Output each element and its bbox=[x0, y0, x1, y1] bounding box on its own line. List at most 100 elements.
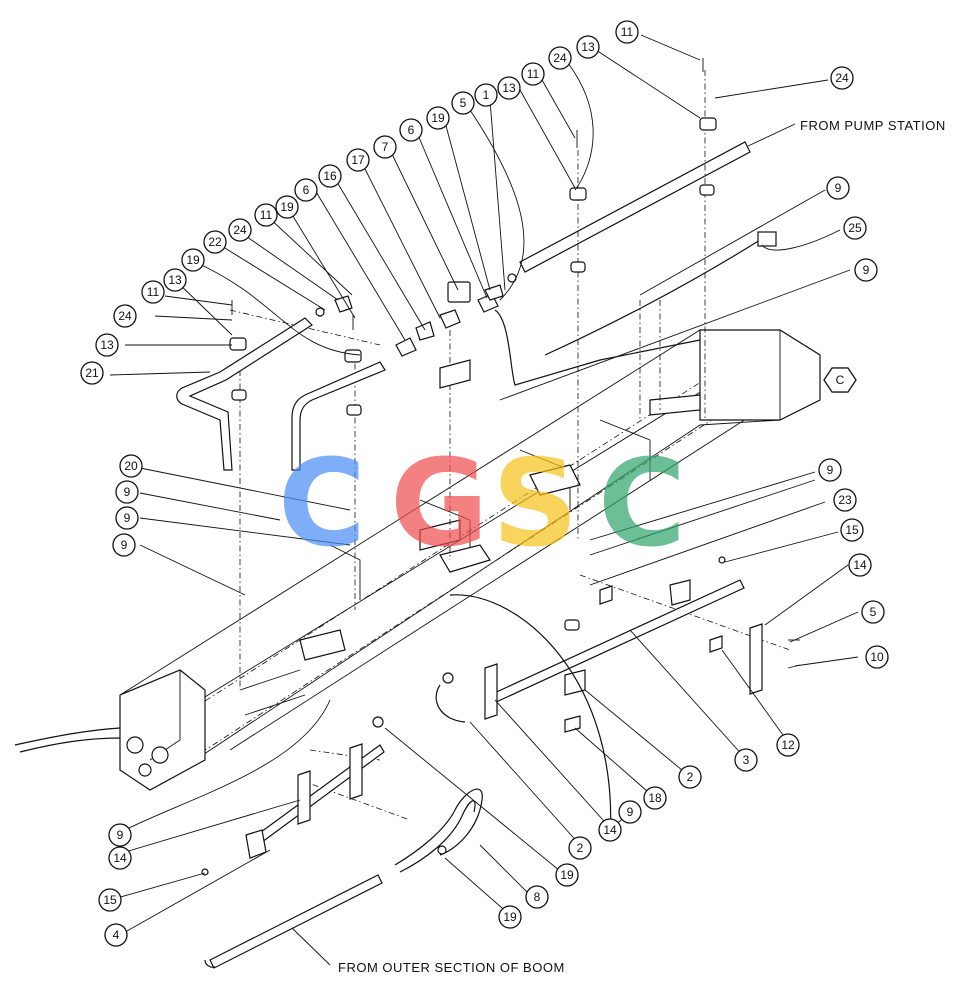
callout-19: 19 bbox=[275, 195, 299, 219]
callout-24: 24 bbox=[548, 46, 572, 70]
callout-number: 15 bbox=[103, 893, 117, 907]
callout-24: 24 bbox=[830, 66, 854, 90]
callout-number: 14 bbox=[113, 851, 127, 865]
callout-number: 22 bbox=[208, 235, 222, 249]
callout-11: 11 bbox=[141, 280, 165, 304]
callout-number: 25 bbox=[848, 221, 862, 235]
callout-number: 19 bbox=[560, 868, 574, 882]
callout-number: 3 bbox=[743, 753, 750, 767]
callout-2: 2 bbox=[568, 836, 592, 860]
callout-19: 19 bbox=[498, 905, 522, 929]
callout-14: 14 bbox=[108, 846, 132, 870]
clip-parts bbox=[229, 117, 717, 631]
callout-number: 11 bbox=[621, 25, 634, 39]
callout-number: 9 bbox=[117, 828, 124, 842]
callout-11: 11 bbox=[254, 203, 278, 227]
callout-5: 5 bbox=[861, 600, 885, 624]
callout-7: 7 bbox=[373, 135, 397, 159]
callout-14: 14 bbox=[598, 818, 622, 842]
callout-24: 24 bbox=[228, 218, 252, 242]
callout-20: 20 bbox=[119, 454, 143, 478]
callout-13: 13 bbox=[95, 333, 119, 357]
callout-number: 9 bbox=[124, 485, 131, 499]
callout-2: 2 bbox=[678, 765, 702, 789]
callout-16: 16 bbox=[318, 164, 342, 188]
callout-23: 23 bbox=[833, 488, 857, 512]
callout-number: 5 bbox=[870, 605, 877, 619]
callout-number: 19 bbox=[280, 200, 294, 214]
callout-bubbles: 1124131124135119671716619112422191311241… bbox=[80, 20, 889, 947]
left-pipes bbox=[176, 317, 386, 471]
leader-lines bbox=[109, 34, 859, 936]
callout-19: 19 bbox=[181, 248, 205, 272]
callout-9: 9 bbox=[618, 800, 642, 824]
callout-1: 1 bbox=[474, 83, 498, 107]
callout-number: 10 bbox=[870, 650, 884, 664]
view-label-text: C bbox=[836, 373, 845, 387]
fitting-parts bbox=[231, 58, 777, 389]
callout-number: 9 bbox=[827, 463, 834, 477]
callout-number: 1 bbox=[483, 88, 490, 102]
callout-number: 13 bbox=[502, 81, 516, 95]
callout-22: 22 bbox=[203, 230, 227, 254]
callout-number: 4 bbox=[113, 928, 120, 942]
callout-18: 18 bbox=[643, 786, 667, 810]
callout-number: 19 bbox=[503, 910, 517, 924]
callout-9: 9 bbox=[854, 258, 878, 282]
callout-number: 5 bbox=[460, 96, 467, 110]
watermark-letter-g: G bbox=[390, 435, 489, 574]
watermark-letter-c1: C bbox=[278, 435, 366, 574]
callout-9: 9 bbox=[108, 823, 132, 847]
callout-number: 13 bbox=[168, 273, 182, 287]
callout-9: 9 bbox=[826, 176, 850, 200]
callout-number: 6 bbox=[303, 183, 310, 197]
callout-number: 17 bbox=[351, 153, 365, 167]
callout-number: 18 bbox=[648, 791, 662, 805]
callout-number: 21 bbox=[85, 366, 99, 380]
callout-number: 7 bbox=[382, 140, 389, 154]
callout-17: 17 bbox=[346, 148, 370, 172]
callout-19: 19 bbox=[555, 863, 579, 887]
callout-number: 23 bbox=[838, 493, 852, 507]
callout-9: 9 bbox=[818, 458, 842, 482]
callout-10: 10 bbox=[865, 645, 889, 669]
callout-number: 24 bbox=[553, 51, 567, 65]
callout-number: 19 bbox=[431, 111, 445, 125]
callout-9: 9 bbox=[115, 480, 139, 504]
pump-station-pipe bbox=[519, 123, 796, 273]
callout-3: 3 bbox=[734, 748, 758, 772]
callout-number: 13 bbox=[581, 40, 595, 54]
callout-number: 24 bbox=[233, 223, 247, 237]
callout-number: 9 bbox=[863, 263, 870, 277]
callout-number: 14 bbox=[853, 558, 867, 572]
callout-number: 6 bbox=[408, 123, 415, 137]
callout-11: 11 bbox=[615, 20, 639, 44]
callout-6: 6 bbox=[294, 178, 318, 202]
view-label-hexagon: C bbox=[823, 367, 857, 393]
callout-number: 8 bbox=[534, 890, 541, 904]
callout-14: 14 bbox=[848, 553, 872, 577]
callout-24: 24 bbox=[113, 304, 137, 328]
callout-number: 19 bbox=[186, 253, 200, 267]
callout-12: 12 bbox=[776, 733, 800, 757]
callout-5: 5 bbox=[451, 91, 475, 115]
callout-number: 11 bbox=[147, 285, 160, 299]
callout-number: 12 bbox=[781, 738, 795, 752]
callout-number: 9 bbox=[835, 181, 842, 195]
callout-number: 11 bbox=[527, 67, 540, 81]
note-from-outer-section: FROM OUTER SECTION OF BOOM bbox=[338, 960, 565, 975]
callout-number: 9 bbox=[124, 511, 131, 525]
callout-number: 16 bbox=[323, 169, 337, 183]
callout-number: 11 bbox=[260, 208, 273, 222]
callout-15: 15 bbox=[98, 888, 122, 912]
callout-number: 14 bbox=[603, 823, 617, 837]
callout-19: 19 bbox=[426, 106, 450, 130]
callout-number: 9 bbox=[627, 805, 634, 819]
boom-assembly bbox=[14, 329, 821, 791]
callout-number: 24 bbox=[835, 71, 849, 85]
callout-13: 13 bbox=[576, 35, 600, 59]
callout-21: 21 bbox=[80, 361, 104, 385]
callout-number: 2 bbox=[687, 770, 694, 784]
callout-number: 13 bbox=[100, 338, 114, 352]
